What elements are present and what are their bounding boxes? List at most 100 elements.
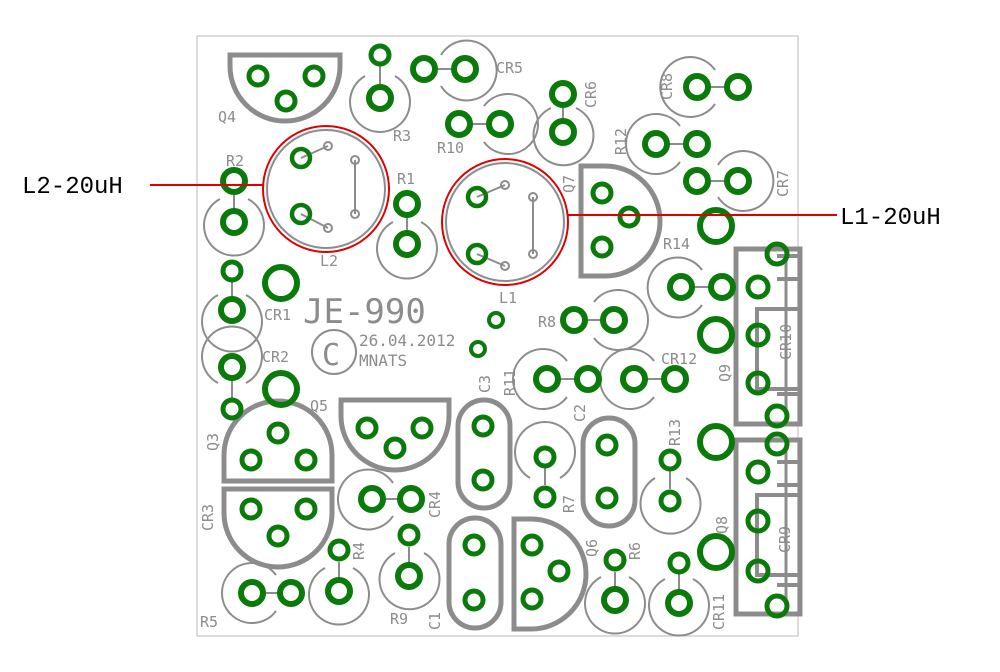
pad — [238, 579, 266, 607]
pad — [683, 130, 711, 158]
pad — [410, 55, 438, 83]
pad — [595, 433, 619, 457]
pad — [451, 55, 479, 83]
pad — [667, 273, 695, 301]
pad — [595, 486, 619, 510]
pad — [277, 579, 305, 607]
label-r12: R12 — [612, 128, 630, 155]
pad — [745, 370, 771, 396]
pad — [395, 562, 423, 590]
pad — [697, 316, 735, 354]
pad — [533, 445, 557, 469]
pad — [358, 485, 386, 513]
pad — [708, 273, 736, 301]
label-cr8: CR8 — [658, 73, 676, 100]
pad — [683, 73, 711, 101]
label-q6: Q6 — [583, 539, 601, 557]
pad — [445, 110, 473, 138]
pad — [393, 230, 421, 258]
pad — [764, 593, 790, 619]
label-c3: C3 — [476, 375, 494, 393]
pad — [368, 43, 392, 67]
pad — [745, 322, 771, 348]
pad — [549, 118, 577, 146]
label-cr7: CR7 — [774, 170, 792, 197]
label-r8: R8 — [538, 313, 556, 331]
label-c1: C1 — [426, 612, 444, 630]
label-cr3: CR3 — [199, 504, 217, 531]
pad — [266, 421, 290, 445]
label-q5: Q5 — [310, 397, 328, 415]
board-title: JE-990 — [303, 292, 426, 332]
label-cr4: CR4 — [426, 491, 444, 518]
pad — [745, 459, 771, 485]
silkscreen-outlines — [201, 39, 803, 637]
pad — [469, 340, 487, 358]
pad — [465, 242, 489, 266]
pad — [471, 414, 495, 438]
pad — [262, 264, 300, 302]
callout-label-l1: L1-20uH — [840, 205, 941, 232]
pad — [327, 538, 351, 562]
pad — [620, 365, 648, 393]
pad — [471, 468, 495, 492]
pad — [220, 167, 248, 195]
l2-highlight-ring — [262, 125, 390, 253]
board-outline — [196, 35, 799, 637]
label-cr9: CR9 — [776, 526, 794, 553]
pad — [465, 185, 489, 209]
pad — [764, 241, 790, 267]
callout-label-l2: L2-20uH — [22, 174, 123, 201]
pad — [294, 448, 318, 472]
pad — [547, 559, 571, 583]
pad — [220, 397, 244, 421]
label-q9: Q9 — [716, 364, 734, 382]
pad — [520, 587, 544, 611]
pad — [658, 448, 682, 472]
pad — [697, 423, 735, 461]
board-author: MNATS — [359, 351, 407, 370]
label-r6: R6 — [626, 542, 644, 560]
pad — [667, 551, 691, 575]
pad — [600, 306, 628, 334]
label-r4: R4 — [350, 542, 368, 560]
pad — [724, 167, 752, 195]
pad — [220, 208, 248, 236]
label-q3: Q3 — [204, 433, 222, 451]
pad — [697, 207, 735, 245]
pad — [745, 508, 771, 534]
pad — [683, 167, 711, 195]
pad — [603, 548, 627, 572]
label-r11: R11 — [501, 369, 519, 396]
pad — [397, 485, 425, 513]
pad — [533, 365, 561, 393]
pad — [410, 416, 434, 440]
label-r1: R1 — [397, 170, 415, 188]
pad — [533, 485, 557, 509]
pad — [697, 533, 735, 571]
pad — [294, 497, 318, 521]
pad — [393, 190, 421, 218]
label-r3: R3 — [393, 127, 411, 145]
pad — [366, 84, 394, 112]
pad — [486, 110, 514, 138]
pad — [745, 274, 771, 300]
label-r10: R10 — [437, 139, 464, 157]
pad — [574, 365, 602, 393]
pad — [274, 89, 298, 113]
label-q7: Q7 — [560, 175, 578, 193]
label-cr12: CR12 — [661, 350, 697, 368]
copper-pads — [218, 43, 790, 619]
pad — [601, 586, 629, 614]
pad — [549, 80, 577, 108]
label-cr5: CR5 — [496, 59, 523, 77]
pad — [487, 311, 505, 329]
pad — [262, 370, 300, 408]
pad — [246, 64, 270, 88]
pad — [397, 523, 421, 547]
label-c2: C2 — [571, 404, 589, 422]
label-q8: Q8 — [713, 516, 731, 534]
pad — [745, 558, 771, 584]
pad — [218, 353, 246, 381]
